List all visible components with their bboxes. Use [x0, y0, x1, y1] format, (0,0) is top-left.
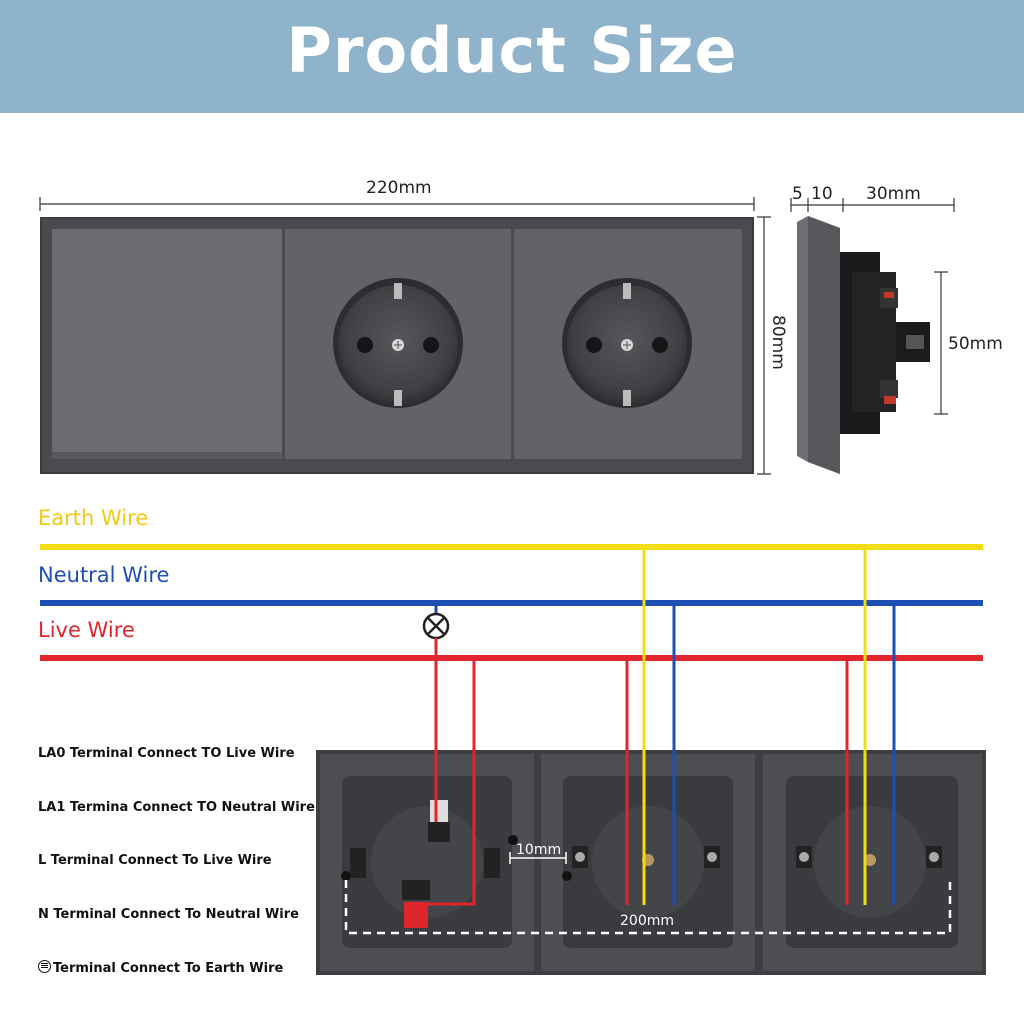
gap-dimension: 10mm: [516, 842, 562, 858]
terminal-note-earth: Terminal Connect To Earth Wire: [38, 960, 283, 976]
rocker-switch: [52, 229, 282, 459]
neutral-wire-label: Neutral Wire: [38, 563, 170, 587]
earth-wire-label: Earth Wire: [38, 506, 149, 530]
terminal-note-l: L Terminal Connect To Live Wire: [38, 853, 272, 868]
side-dim-10: 10: [811, 184, 833, 204]
cable-dimension: 200mm: [620, 913, 674, 929]
socket-2: [562, 278, 692, 408]
earth-wire-line: [40, 544, 983, 550]
width-dimension: 220mm: [366, 178, 432, 198]
side-view: [790, 198, 955, 474]
wiring: [40, 544, 986, 975]
front-view: [39, 197, 771, 475]
height-dimension: 80mm: [768, 315, 788, 370]
neutral-wire-line: [40, 600, 983, 606]
terminal-note-la0: LA0 Terminal Connect TO Live Wire: [38, 746, 295, 761]
terminal-note-n: N Terminal Connect To Neutral Wire: [38, 907, 299, 922]
terminal-note-earth-text: Terminal Connect To Earth Wire: [53, 961, 284, 976]
side-dim-50: 50mm: [948, 334, 1003, 354]
side-dim-30: 30mm: [866, 184, 921, 204]
earth-ground-icon: [38, 960, 51, 973]
page-title: Product Size: [286, 14, 738, 87]
live-wire-line: [40, 655, 983, 661]
live-wire-label: Live Wire: [38, 618, 135, 642]
terminal-note-la1: LA1 Termina Connect TO Neutral Wire: [38, 800, 315, 815]
header-banner: Product Size: [0, 0, 1024, 113]
socket-1: [333, 278, 463, 408]
side-dim-5: 5: [792, 184, 803, 204]
